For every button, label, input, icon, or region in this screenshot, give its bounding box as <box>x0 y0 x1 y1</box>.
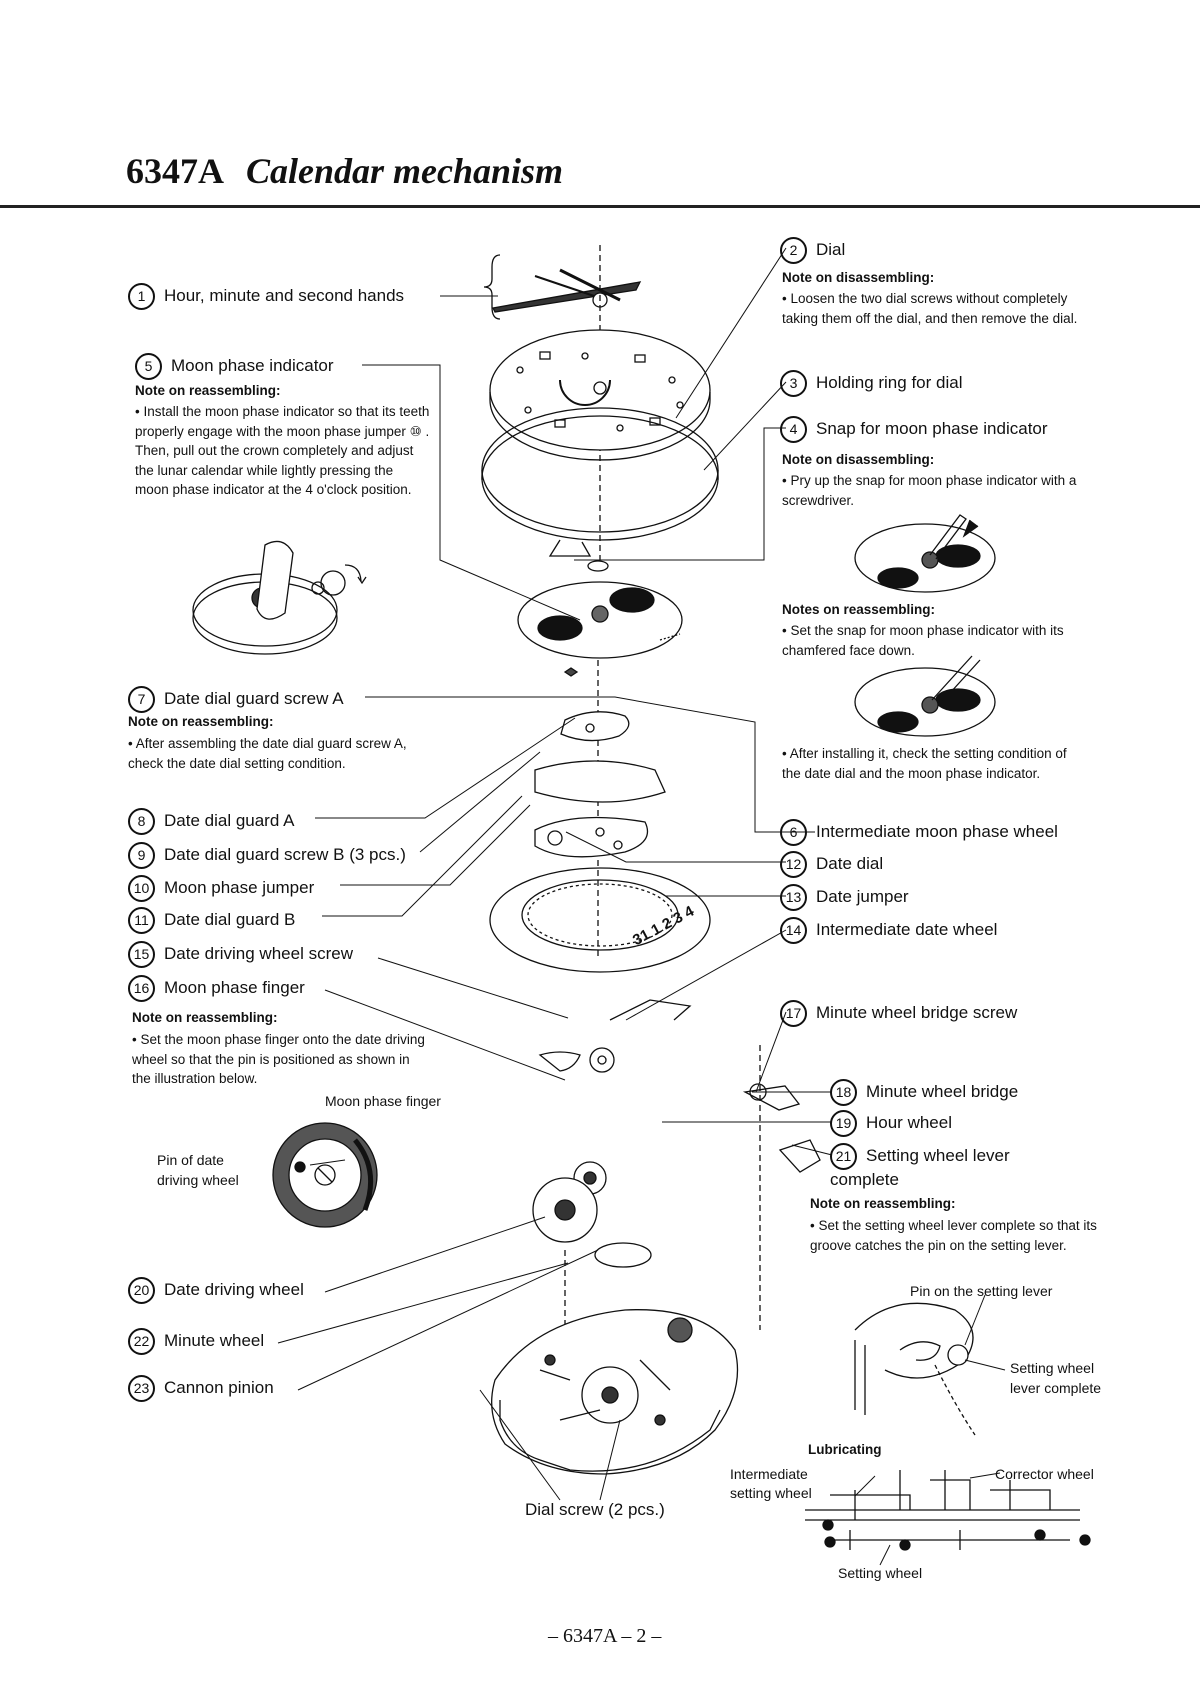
page-title-number: 6347A <box>126 151 224 191</box>
moon-note-text: • Install the moon phase indicator so th… <box>135 404 430 497</box>
moon-note-title: Note on reassembling: <box>135 383 281 398</box>
setting-lever-inset-drawing <box>854 1302 976 1436</box>
fig-corrector-wheel: Corrector wheel <box>995 1466 1094 1482</box>
fig-setting-wheel-lever-2: lever complete <box>1010 1380 1102 1396</box>
fig-setting-wheel-lever-1: Setting wheel <box>1010 1360 1095 1376</box>
after-note-text: • After installing it, check the setting… <box>782 746 1067 781</box>
snap-pry-inset-drawing <box>854 514 996 593</box>
page-footer: – 6347A – 2 – <box>548 1625 662 1647</box>
page-title-text: Calendar mechanism <box>246 151 564 191</box>
moon-phase-disc-drawing <box>517 581 683 659</box>
screwA-note-title: Note on reassembling: <box>128 714 274 729</box>
title-rule <box>0 205 1200 208</box>
snap-chamfer-inset-drawing <box>854 655 996 737</box>
lever-note-title: Note on reassembling: <box>810 1196 956 1211</box>
fig-intermediate-setting-2: setting wheel <box>730 1485 812 1501</box>
snap-dis-note-text: • Pry up the snap for moon phase indicat… <box>782 473 1077 508</box>
moon-install-inset-drawing <box>192 540 367 655</box>
fig-moon-phase-finger: Moon phase finger <box>325 1093 441 1109</box>
fig-setting-wheel: Setting wheel <box>838 1565 923 1581</box>
fig-pin-setting-lever: Pin on the setting lever <box>910 1283 1053 1299</box>
finger-note-text: • Set the moon phase finger onto the dat… <box>132 1032 425 1086</box>
fig-dial-screw: Dial screw (2 pcs.) <box>525 1500 665 1519</box>
dial-note-text: • Loosen the two dial screws without com… <box>782 291 1078 326</box>
snap-re-note-text: • Set the snap for moon phase indicator … <box>782 623 1064 658</box>
fig-lubricating: Lubricating <box>808 1442 882 1457</box>
leader-lines <box>277 247 1006 1566</box>
holding-ring-drawing <box>481 407 719 557</box>
snap-re-note-title: Notes on reassembling: <box>782 602 936 617</box>
finger-inset-drawing <box>272 1122 378 1228</box>
fig-pin-date-2: driving wheel <box>157 1172 239 1188</box>
lubrication-inset-drawing <box>805 1470 1091 1551</box>
dial-note-title: Note on disassembling: <box>782 270 935 285</box>
page-title: 6347A Calendar mechanism <box>126 150 563 192</box>
date-dial-drawing <box>489 867 711 973</box>
dial-drawing <box>489 329 711 461</box>
hands-drawing <box>483 245 642 560</box>
lever-note-text: • Set the setting wheel lever complete s… <box>810 1218 1097 1253</box>
date-dial-guard-b-drawing <box>534 760 666 858</box>
fig-intermediate-setting-1: Intermediate <box>730 1466 808 1482</box>
finger-note-title: Note on reassembling: <box>132 1010 278 1025</box>
fig-pin-date-1: Pin of date <box>157 1152 224 1168</box>
date-dial-guard-a-drawing <box>560 667 630 742</box>
lower-parts-drawing <box>532 999 821 1390</box>
screwA-note-text: • After assembling the date dial guard s… <box>128 736 407 771</box>
movement-drawing <box>491 1309 739 1475</box>
snap-dis-note-title: Note on disassembling: <box>782 452 935 467</box>
